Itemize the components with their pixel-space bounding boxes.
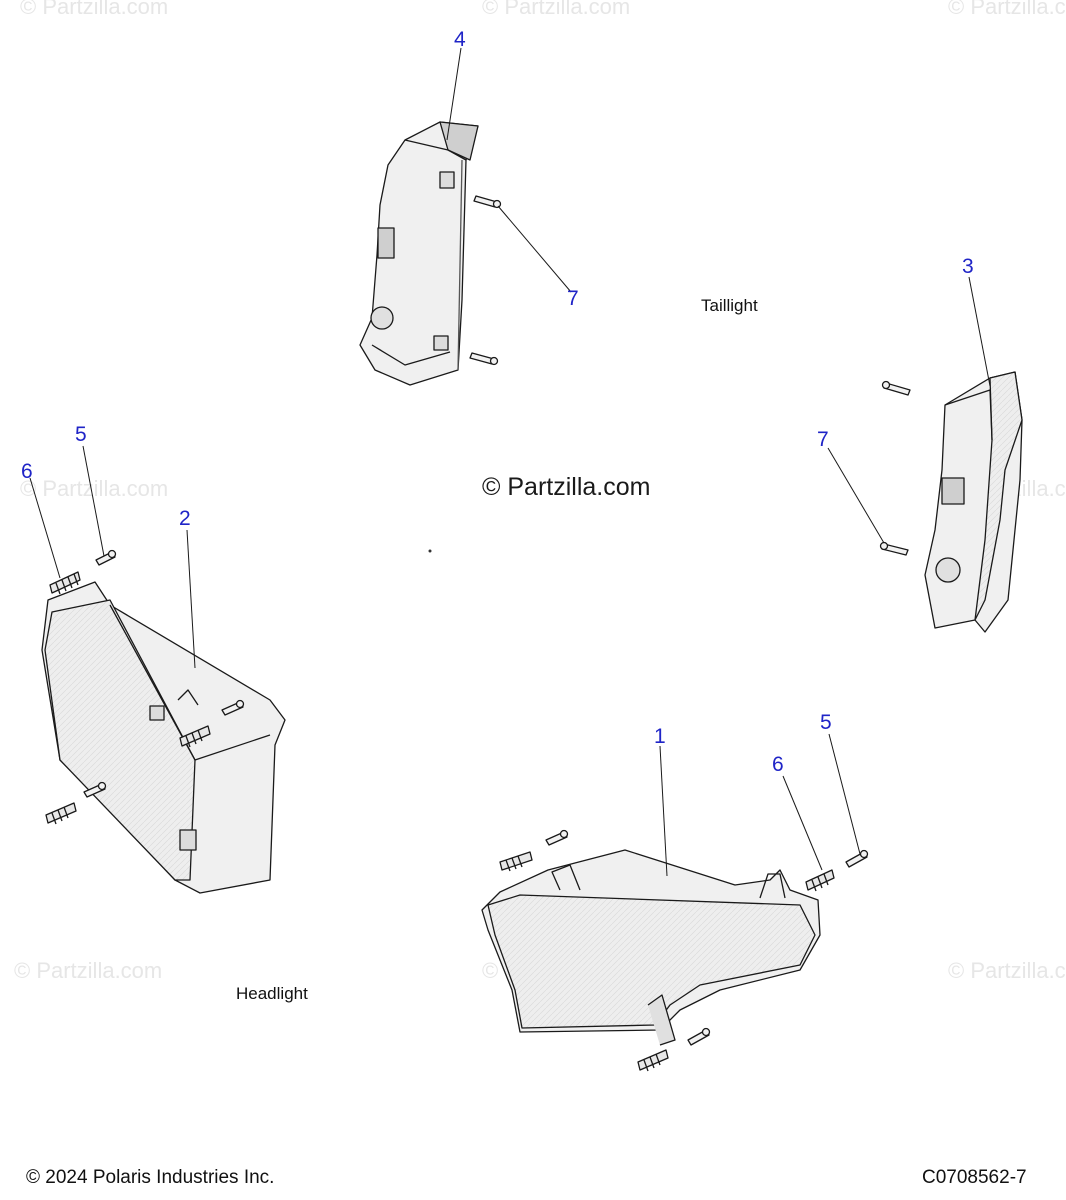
headlight-left-part [41, 581, 286, 894]
copyright-text: © 2024 Polaris Industries Inc. [26, 1167, 275, 1188]
callout-5: 5 [75, 423, 87, 446]
spring [637, 1049, 669, 1072]
screw [881, 380, 911, 396]
spring [499, 851, 533, 872]
taillight-left-part [359, 121, 479, 386]
screw [845, 849, 869, 868]
callout-6: 6 [21, 460, 33, 483]
taillight-label: Taillight [701, 296, 758, 315]
screw [221, 699, 245, 716]
watermark: © Partzilla.com [20, 0, 169, 19]
callout-1: 1 [654, 725, 666, 748]
screw [95, 549, 117, 566]
screw [83, 781, 107, 798]
callout-6: 6 [772, 753, 784, 776]
callout-4: 4 [454, 28, 466, 51]
taillight-right-part [924, 371, 1023, 633]
spring [179, 725, 211, 748]
leader-lines [29, 47, 991, 877]
spring [805, 869, 835, 892]
callout-7: 7 [817, 428, 829, 451]
stray-mark [428, 549, 432, 553]
screw [473, 195, 502, 209]
diagram-code: C0708562-7 [922, 1167, 1027, 1188]
watermark: © Partzilla.com [20, 476, 169, 501]
callout-3: 3 [962, 255, 974, 278]
spring [45, 802, 77, 825]
callout-2: 2 [179, 507, 191, 530]
callout-7: 7 [567, 287, 579, 310]
screw [469, 352, 499, 366]
center-watermark: © Partzilla.com [482, 473, 651, 501]
watermark: © Partzilla.com [14, 958, 163, 983]
watermark: © Partzilla.com [948, 0, 1066, 19]
watermark: © Partzilla.com [948, 958, 1066, 983]
spring [49, 571, 81, 595]
callout-5: 5 [820, 711, 832, 734]
screw [687, 1027, 711, 1046]
screw [545, 829, 569, 846]
watermark: © Partzilla.com [482, 0, 631, 19]
screw [879, 541, 909, 556]
headlight-right-part [481, 849, 821, 1046]
headlight-label: Headlight [236, 984, 308, 1003]
